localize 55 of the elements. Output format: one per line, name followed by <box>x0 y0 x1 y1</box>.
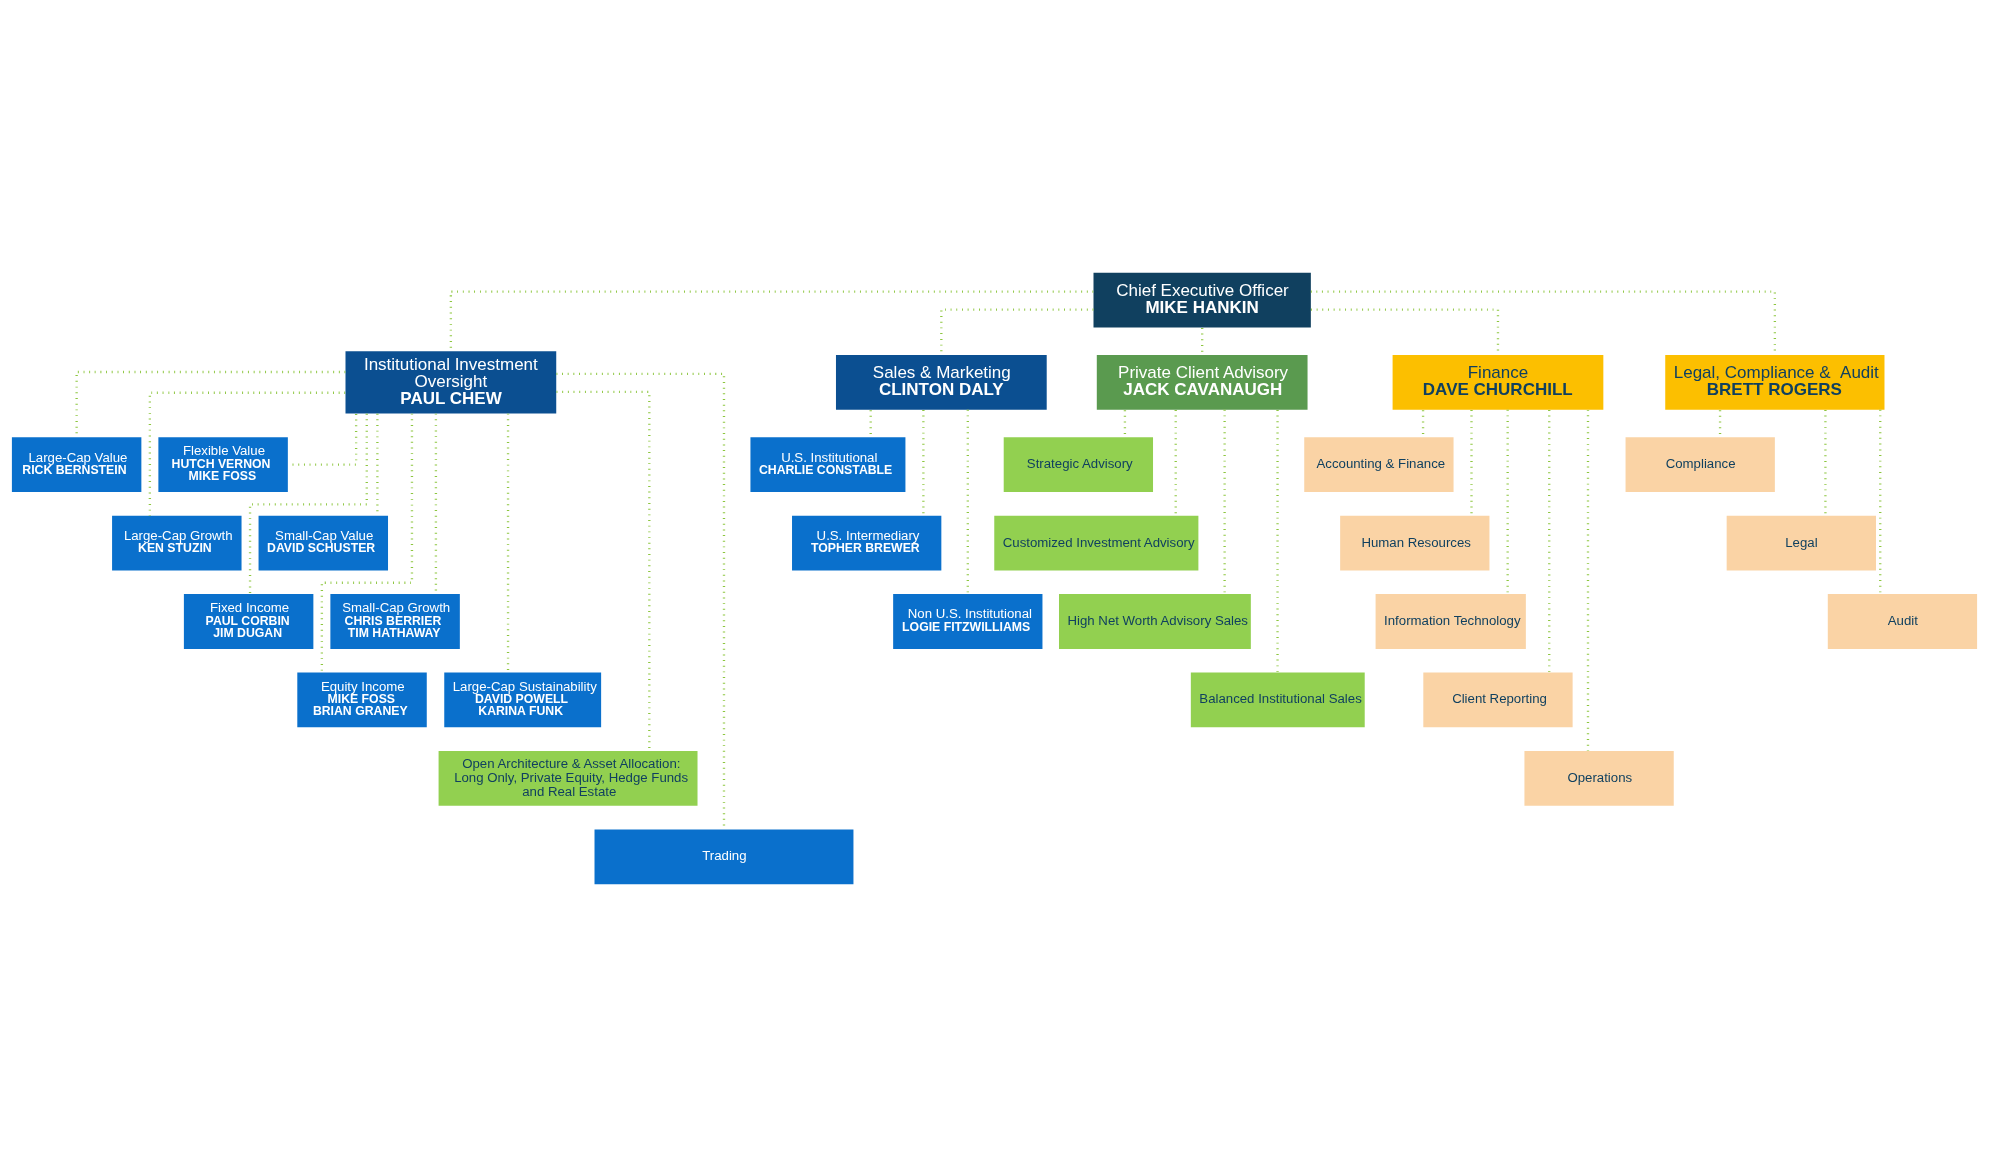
connector <box>1276 409 1279 672</box>
node-box: Operations <box>1524 750 1674 806</box>
node-box: Private Client Advisory JACK CAVANAUGH <box>1096 354 1308 410</box>
connector <box>966 409 969 594</box>
node-box: Compliance <box>1625 436 1775 492</box>
node-box: Client Reporting <box>1423 672 1573 727</box>
node-box: Trading <box>594 828 854 884</box>
connector <box>1506 409 1509 594</box>
node-box: Equity Income MIKE FOSS BRIAN GRANEY <box>297 672 427 727</box>
connector <box>1223 409 1226 594</box>
node-box: Accounting & Finance <box>1304 436 1454 492</box>
node-box: Audit <box>1827 593 1978 649</box>
connector <box>1879 409 1882 594</box>
node-box: Human Resources <box>1340 515 1490 570</box>
node-box: Customized Investment Advisory <box>994 515 1199 570</box>
connector <box>1824 409 1827 516</box>
node-box: Legal <box>1726 515 1876 570</box>
connector <box>1201 327 1204 355</box>
connector <box>506 413 510 672</box>
node-box: Large-Cap Sustainability DAVID POWELL KARINA FUNK <box>444 672 602 727</box>
node-box: Sales & Marketing CLINTON DALY <box>835 354 1047 410</box>
connector <box>922 409 925 516</box>
node-box: Legal, Compliance & Audit BRETT ROGERS <box>1665 354 1885 410</box>
node-box: Finance DAVE CHURCHILL <box>1392 354 1604 410</box>
connector <box>1174 409 1177 516</box>
connector <box>556 390 651 751</box>
node-box: Chief Executive Officer MIKE HANKIN <box>1093 272 1311 328</box>
node-box: Non U.S. Institutional LOGIE FITZWILLIAMS <box>893 593 1043 649</box>
node-box: Strategic Advisory <box>1003 436 1154 492</box>
connector <box>320 413 414 672</box>
connector <box>1470 409 1473 516</box>
connector <box>1421 409 1425 437</box>
node-box: Flexible Value HUTCH VERNON MIKE FOSS <box>158 436 288 492</box>
node-box: Institutional Investment Oversight PAUL CHEW <box>345 350 557 414</box>
node-box: Information Technology <box>1375 593 1526 649</box>
node-box: Open Architecture & Asset Allocation: Long Only, Private Equity, Hedge Funds and Real Estate <box>438 750 698 806</box>
connector <box>248 413 368 594</box>
connector <box>434 413 438 594</box>
connector <box>1586 409 1590 751</box>
connector <box>556 372 726 829</box>
connector <box>1123 409 1127 437</box>
node-box: U.S. Intermediary TOPHER BREWER <box>792 515 942 570</box>
node-box: Fixed Income PAUL CORBIN JIM DUGAN <box>183 593 314 649</box>
node-box: Large-Cap Growth KEN STUZIN <box>112 515 242 570</box>
node-box: Balanced Institutional Sales <box>1190 672 1365 727</box>
node-box: Small-Cap Growth CHRIS BERRIER TIM HATHAWAY <box>330 593 460 649</box>
connector <box>869 409 872 437</box>
connector <box>148 391 346 515</box>
node-box: Small-Cap Value DAVID SCHUSTER <box>258 515 388 570</box>
node-box: Large-Cap Value RICK BERNSTEIN <box>11 436 142 492</box>
connector <box>1718 409 1722 437</box>
node-box: High Net Worth Advisory Sales <box>1059 593 1251 649</box>
node-box: U.S. Institutional CHARLIE CONSTABLE <box>750 436 906 492</box>
connector <box>449 290 1094 351</box>
connector <box>1548 409 1551 672</box>
